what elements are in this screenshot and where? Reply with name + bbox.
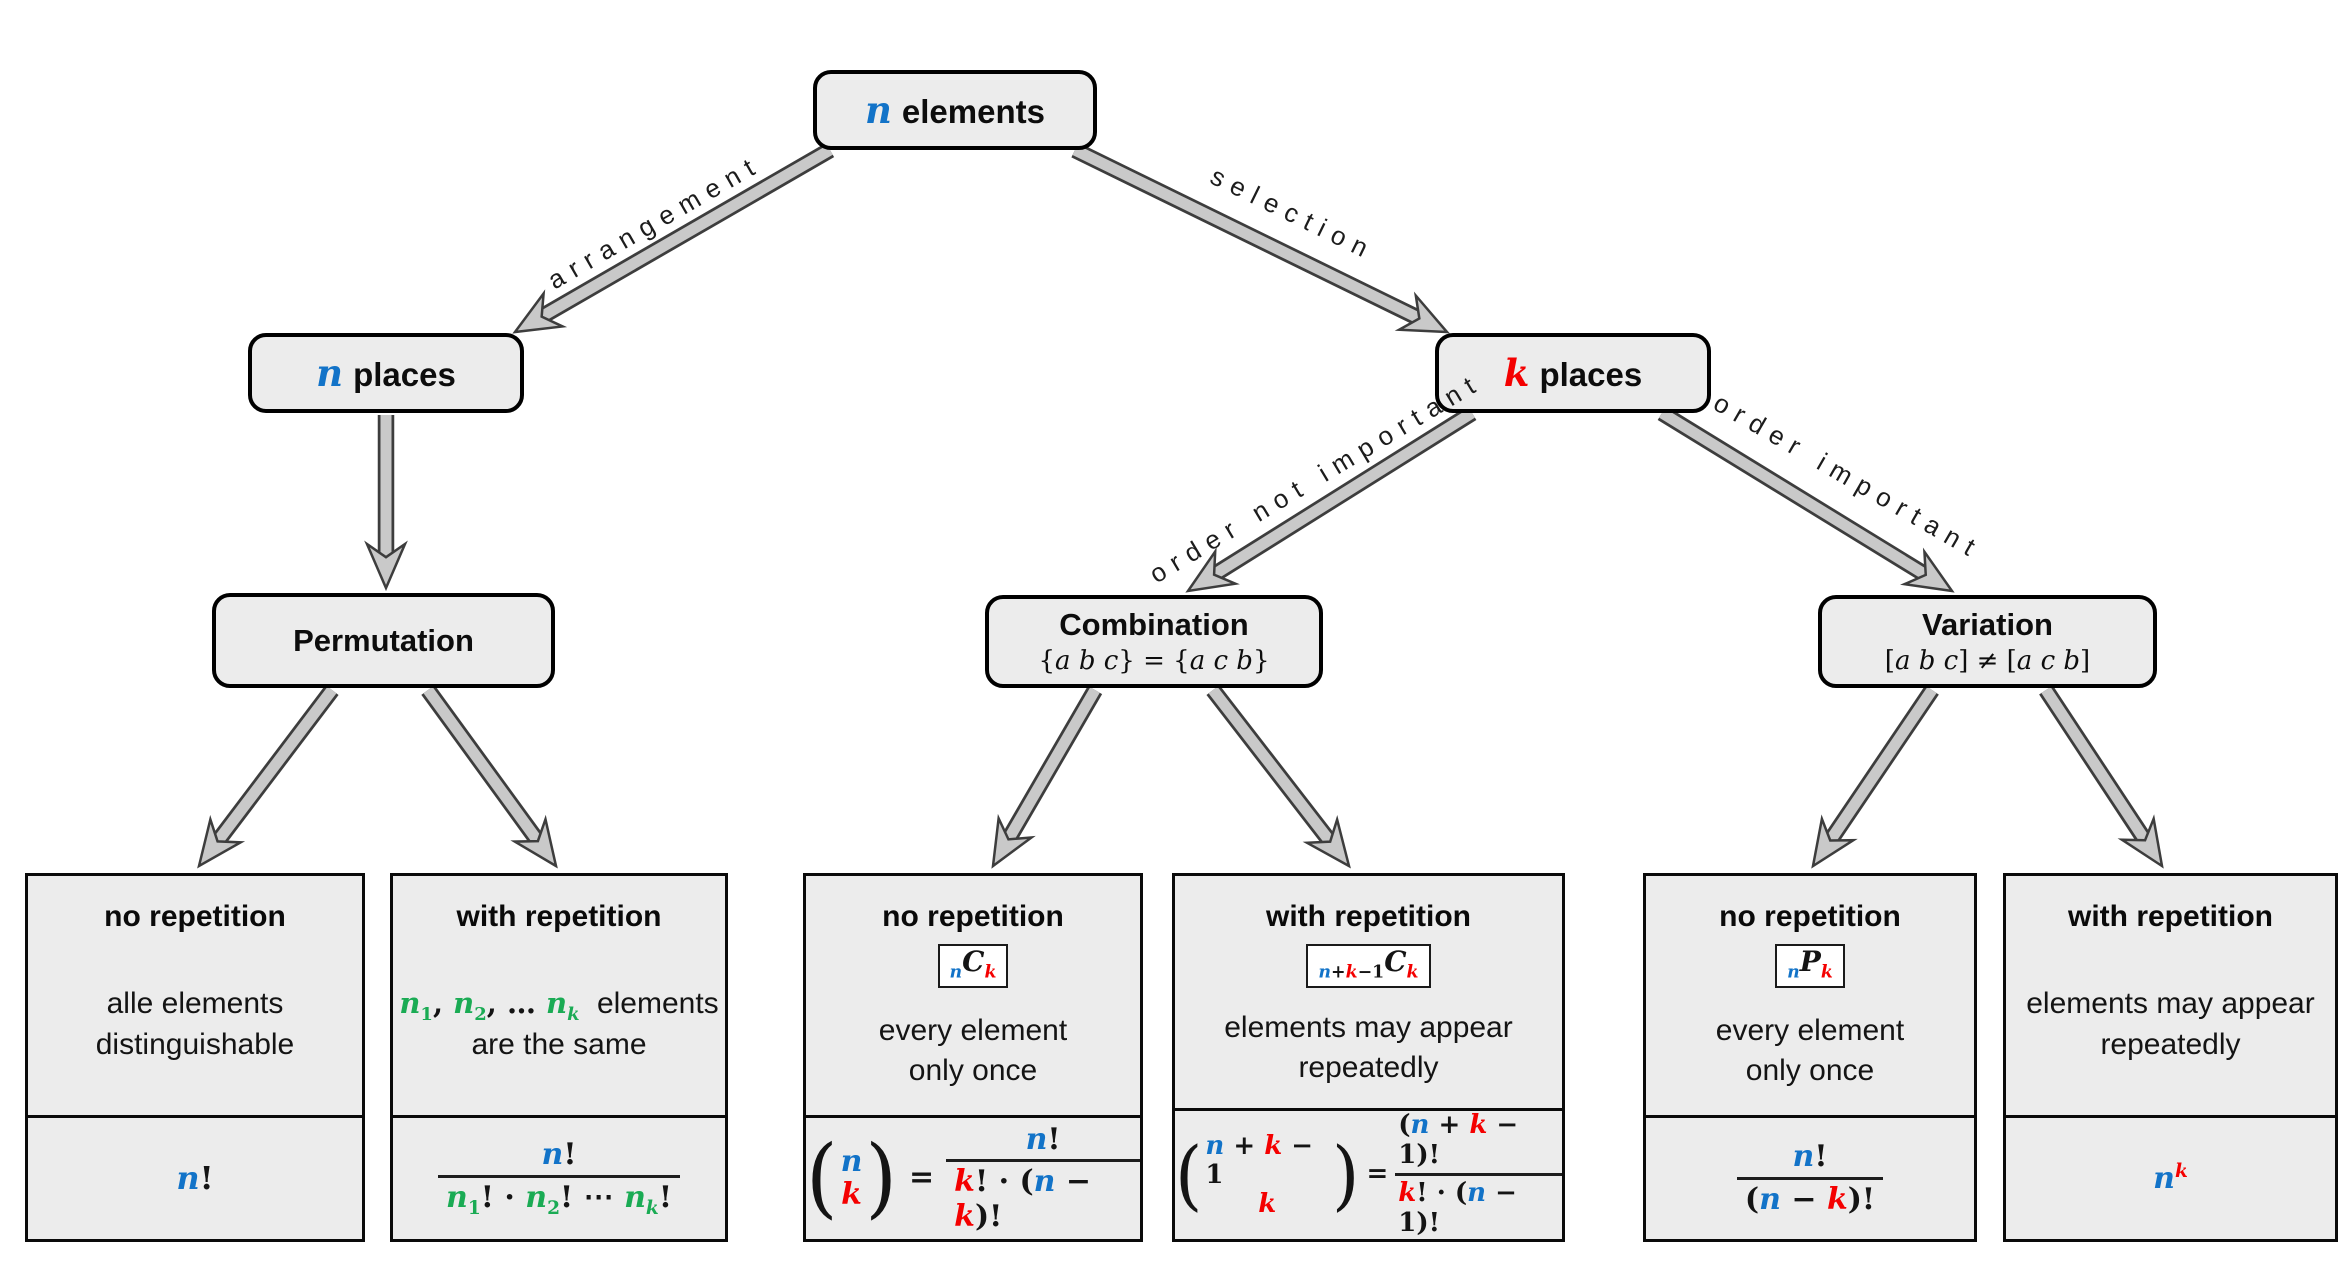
leaf-description-section: with repetition n+k−1Ck elements may app… (1175, 876, 1562, 1112)
node-combination-title: Combination (1059, 607, 1249, 642)
node-label: elements (901, 93, 1045, 130)
node-variation: Variation [a b c] ≠ [a c b] (1818, 595, 2157, 688)
flow-arrow (512, 142, 835, 334)
leaf-heading: with repetition (456, 900, 662, 933)
node-n-elements: n elements (813, 70, 1097, 150)
leaf-heading: no repetition (104, 900, 286, 933)
leaf-description-section: with repetition n1, n2, … nk elements ar… (393, 876, 725, 1118)
math-n1-n2-nk: n1, n2, … nk (399, 985, 580, 1025)
node-combination-subtitle: {a b c} = {a c b} (1038, 646, 1270, 676)
flow-arrow (1811, 685, 1939, 869)
math-var-n: n (316, 351, 344, 395)
node-n-places-title: n places (316, 351, 456, 395)
node-variation-subtitle: [a b c] ≠ [a c b] (1884, 646, 2091, 676)
flow-arrow (1071, 142, 1450, 334)
flow-arrow (364, 415, 408, 592)
leaf-description: n1, n2, … nk elements are the same (399, 985, 719, 1062)
symbol-nPk: nPk (1775, 944, 1845, 988)
symbol-n-plus-k-minus-1-Ck: n+k−1Ck (1306, 944, 1431, 988)
leaf-formula: n! (n − k)! (1646, 1118, 1974, 1239)
fraction: n! (n − k)! (1736, 1139, 1884, 1217)
flow-arrow (2039, 685, 2164, 869)
leaf-combination-with-repetition: with repetition n+k−1Ck elements may app… (1172, 873, 1565, 1242)
node-n-elements-title: n elements (865, 88, 1045, 132)
flow-arrow (1185, 406, 1477, 593)
node-k-places: k places (1435, 333, 1711, 413)
node-label: places (353, 356, 456, 393)
symbol-nCk: nCk (937, 944, 1009, 988)
node-label: places (1539, 356, 1643, 393)
leaf-heading: with repetition (2068, 900, 2273, 933)
flow-arrow (197, 685, 339, 869)
flow-arrow (421, 685, 558, 869)
flow-arrow (991, 685, 1103, 869)
leaf-formula: n! n1! · n2! ⋯ nk! (393, 1118, 725, 1239)
leaf-formula: nk (2006, 1118, 2335, 1239)
node-n-places: n places (248, 333, 524, 413)
leaf-heading: with repetition (1266, 900, 1471, 933)
flow-arrow (1206, 684, 1351, 869)
leaf-heading: no repetition (882, 900, 1064, 933)
node-k-places-title: k places (1504, 351, 1642, 395)
node-variation-title: Variation (1922, 607, 2053, 642)
fraction: (n + k − 1)! k! · (n − 1)! (1395, 1110, 1562, 1239)
flow-arrow (1657, 405, 1955, 593)
formula-n-power-k: nk (2153, 1160, 2188, 1196)
math-var-n: n (865, 88, 892, 132)
leaf-permutation-with-repetition: with repetition n1, n2, … nk elements ar… (390, 873, 728, 1242)
math-var-k: k (1503, 351, 1530, 395)
formula-n-factorial: n! (176, 1159, 214, 1198)
node-permutation-title: Permutation (293, 622, 474, 658)
node-permutation: Permutation (212, 593, 555, 688)
fraction: n! n1! · n2! ⋯ nk! (438, 1137, 680, 1219)
leaf-formula: n! (28, 1118, 362, 1239)
node-combination: Combination {a b c} = {a c b} (985, 595, 1323, 688)
leaf-heading: no repetition (1719, 900, 1901, 933)
fraction: n! k! · (n − k)! (946, 1122, 1140, 1235)
